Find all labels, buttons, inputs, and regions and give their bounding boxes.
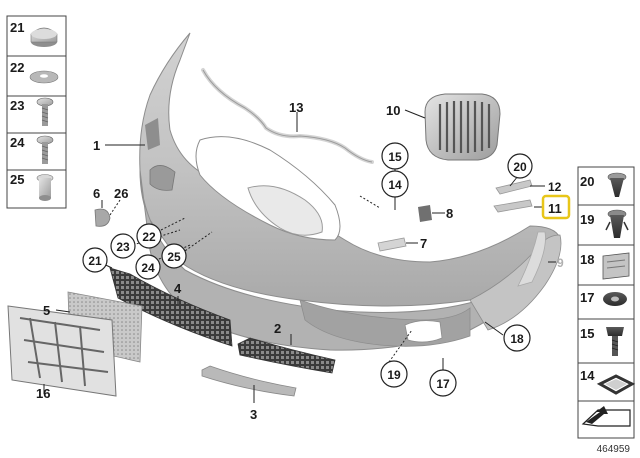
clamp-icon [602, 252, 630, 280]
svg-text:23: 23 [116, 240, 130, 254]
callout-23: 23 [110, 233, 136, 259]
svg-text:15: 15 [388, 150, 402, 164]
label-23: 23 [10, 98, 24, 113]
svg-text:24: 24 [141, 261, 155, 275]
label-25: 25 [10, 172, 24, 187]
bracket-11 [493, 199, 533, 213]
callout-20: 20 [507, 153, 533, 179]
callout-18: 18 [503, 324, 531, 352]
clip-icon [605, 209, 629, 238]
callout-15: 15 [381, 142, 409, 170]
svg-text:18: 18 [510, 332, 524, 346]
callout-21: 21 [82, 247, 108, 273]
front-bumper [139, 32, 562, 351]
trim-strip [517, 231, 546, 287]
plate-frame [7, 305, 117, 397]
callout-14: 14 [381, 170, 409, 198]
frame-nut-icon [596, 374, 636, 395]
cover-cap [94, 208, 111, 227]
reference-number: 464959 [597, 444, 631, 455]
kidney-grille [424, 93, 501, 161]
label-2: 2 [274, 321, 281, 336]
svg-text:21: 21 [88, 254, 102, 268]
label-24: 24 [10, 135, 25, 150]
label-19: 19 [580, 212, 594, 227]
arrow-plate-icon [581, 406, 631, 427]
label-9: 9 [557, 256, 564, 270]
trim-strip-lower [201, 365, 297, 397]
sleeve-nut-icon [36, 174, 54, 201]
screw-icon [36, 97, 54, 126]
callout-22: 22 [136, 223, 162, 249]
callout-24: 24 [135, 254, 161, 280]
svg-text:14: 14 [388, 178, 402, 192]
callout-25: 25 [161, 243, 187, 269]
cap-icon [30, 27, 58, 47]
screw-icon [36, 135, 54, 164]
table-cell [6, 132, 67, 171]
label-12: 12 [548, 180, 562, 194]
label-5: 5 [43, 303, 50, 318]
center-grille [237, 337, 336, 374]
callout-19: 19 [380, 360, 408, 388]
bracket [418, 205, 432, 222]
nut-icon [603, 292, 627, 306]
label-10: 10 [386, 103, 400, 118]
svg-text:17: 17 [436, 377, 450, 391]
label-20: 20 [580, 174, 594, 189]
screw-icon [606, 327, 624, 356]
label-3: 3 [250, 407, 257, 422]
highlight-box [541, 194, 571, 220]
label-4: 4 [174, 281, 182, 296]
svg-text:22: 22 [142, 230, 156, 244]
right-parts-table: 20 19 18 17 15 14 [577, 166, 636, 439]
label-26: 26 [114, 186, 128, 201]
svg-text:20: 20 [513, 160, 527, 174]
label-17: 17 [580, 290, 594, 305]
washer-icon [29, 70, 59, 84]
svg-text:19: 19 [387, 368, 401, 382]
callout-17: 17 [429, 369, 457, 397]
svg-text:25: 25 [167, 250, 181, 264]
label-15: 15 [580, 326, 594, 341]
label-7: 7 [420, 236, 427, 251]
label-6: 6 [93, 186, 100, 201]
label-21: 21 [10, 20, 24, 35]
label-11: 11 [548, 201, 562, 216]
label-22: 22 [10, 60, 24, 75]
label-14: 14 [580, 368, 595, 383]
label-1: 1 [93, 138, 100, 153]
label-8: 8 [446, 206, 453, 221]
lower-grille [109, 267, 233, 347]
clip-icon [607, 172, 627, 197]
bracket-12 [495, 179, 533, 195]
table-cell [577, 318, 635, 364]
label-13: 13 [289, 100, 303, 115]
left-parts-table: 21 22 23 24 25 [6, 15, 67, 209]
pad [377, 237, 407, 252]
label-18: 18 [580, 252, 594, 267]
label-16: 16 [36, 386, 50, 401]
wiring-harness-outline [202, 69, 373, 163]
table-cell [6, 169, 67, 209]
